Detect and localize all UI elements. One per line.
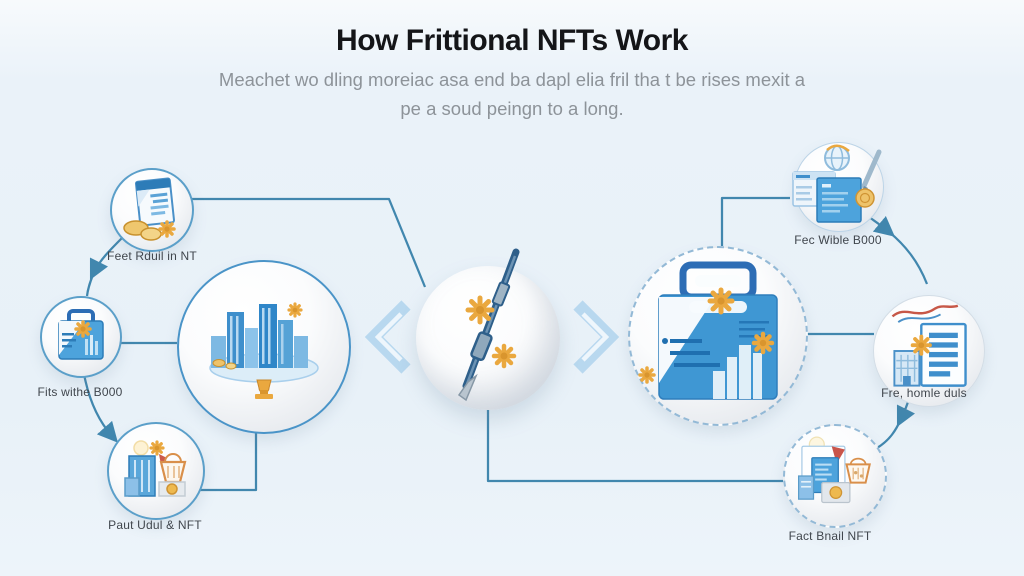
line-midleft-to-bottomleft: [82, 373, 118, 443]
page-title: How Frittional NFTs Work: [336, 24, 688, 57]
line-topleft-to-center: [189, 197, 427, 288]
node-city: [177, 260, 351, 434]
node-top-left-label: Feet Rduil in NT: [107, 249, 197, 263]
subtitle-line-2: pe a soud peingn to a long.: [400, 97, 624, 119]
exchange-chevron-left-icon: [364, 300, 411, 374]
node-top-right-label: Fec Wible B000: [794, 233, 882, 247]
exchange-chevron-right-icon: [573, 300, 620, 374]
document-coins-icon: [123, 177, 176, 241]
header: How Frittional NFTs Work Meachet wo dlin…: [0, 0, 1024, 123]
subtitle-line-1: Meachet wo dling moreiac asa end ba dapl…: [218, 69, 806, 90]
line-midright-to-bottomright-b: [876, 418, 903, 449]
browser-globe-icon: [792, 144, 882, 223]
node-mid-right-label: Fre, homle duls: [881, 386, 967, 400]
page-subtitle: Meachet wo dling moreiac asa end ba dapl…: [162, 66, 862, 123]
node-bottom-left-label: Paut Udul & NFT: [108, 518, 202, 532]
node-top-right: [792, 142, 884, 232]
shop-basket-icon: [797, 436, 871, 504]
line-city-to-bottomleft: [196, 430, 258, 492]
city-skyline-icon: [209, 302, 319, 399]
line-topleft-to-midleft-b: [85, 271, 96, 297]
node-mid-left: [40, 296, 122, 378]
package-box-icon: [58, 309, 104, 360]
line-bigright-to-topright: [720, 196, 790, 246]
building-basket-icon: [124, 440, 187, 497]
node-bottom-left: [107, 422, 205, 520]
line-center-to-bottomright: [486, 410, 783, 483]
node-bottom-right: [783, 424, 887, 528]
node-mid-left-label: Fits withe B000: [37, 385, 123, 399]
line-topright-to-midright-b: [887, 230, 929, 285]
report-building-icon: [891, 304, 967, 387]
node-fractionalize: [416, 248, 560, 410]
briefcase-document-icon: [638, 261, 778, 400]
node-briefcase: [628, 246, 808, 426]
node-top-left: [110, 168, 194, 252]
line-topleft-to-midleft-a: [89, 237, 123, 281]
line-midright-to-bottomright-a: [896, 401, 916, 428]
node-bottom-right-label: Fact Bnail NFT: [788, 529, 872, 543]
fractionalize-tool-icon: [457, 248, 520, 402]
node-mid-right: [873, 295, 985, 407]
